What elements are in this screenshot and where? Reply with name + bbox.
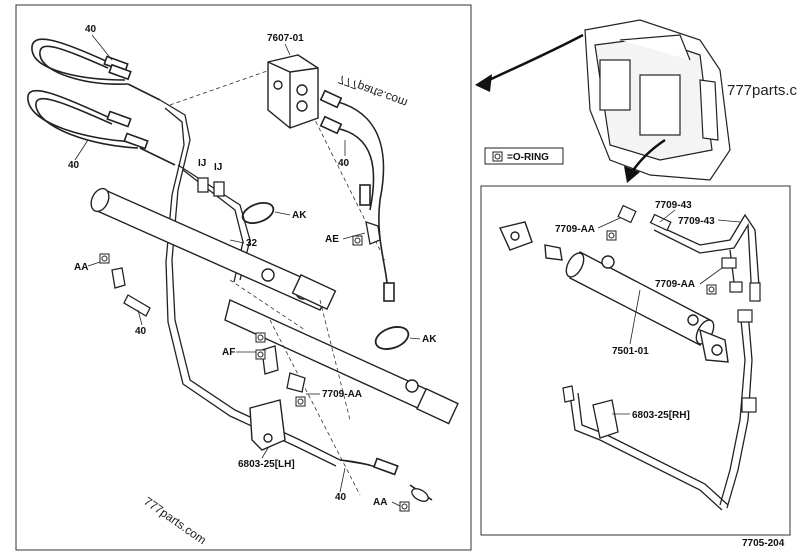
bracket-6803-25-lh: [249, 399, 286, 451]
watermark-bottom: 777parts.com: [141, 494, 209, 547]
watermark-top-right: 777parts.c: [727, 82, 798, 99]
fitting-af: [261, 345, 306, 393]
callout-ae: AE: [325, 234, 339, 245]
legend-o-ring: =O-RING: [484, 147, 564, 165]
callout-ij-b: IJ: [214, 162, 222, 173]
bolts-ij: [197, 177, 225, 197]
valve-7607-01: [267, 54, 319, 129]
arrow-to-left-panel: [484, 33, 584, 84]
callout-ak-lower: AK: [422, 334, 437, 345]
callout-ij-a: IJ: [198, 158, 206, 169]
machine-overview: [584, 19, 731, 181]
right-panel-frame: [480, 185, 791, 536]
clamp-ak-lower: [374, 326, 410, 350]
arrowhead-down: [624, 166, 640, 183]
arrowhead-left: [475, 74, 492, 92]
cylinder-left: [90, 187, 459, 425]
callout-af: AF: [222, 347, 235, 358]
callout-6803-25-rh: 6803-25[RH]: [632, 410, 690, 421]
tubes-right: [569, 213, 761, 511]
fitting-aa-lower: [411, 488, 429, 502]
bracket-6803-25-rh: [592, 399, 619, 439]
hose-40-upper: [31, 38, 161, 101]
callout-6803-25-lh: 6803-25[LH]: [238, 459, 295, 470]
callout-ak-upper: AK: [292, 210, 307, 221]
callout-40-d: 40: [335, 492, 347, 503]
clamp-ak-upper: [241, 202, 275, 224]
cylinder-right: [499, 221, 729, 363]
callout-7709-aa-left: 7709-AA: [322, 389, 362, 400]
callout-7501-01: 7501-01: [612, 346, 649, 357]
arrow-to-right-panel: [630, 138, 666, 173]
hose-40-lower: [27, 89, 176, 166]
callout-32: 32: [246, 238, 258, 249]
legend-text: =O-RING: [507, 152, 549, 163]
hose-40-bottom: [339, 457, 433, 501]
fitting-aa-left: [111, 267, 151, 317]
left-panel-frame: [15, 4, 472, 551]
callouts-left: 40 40 40 40 7607-01 40 IJ IJ AK 32 AE AA…: [68, 24, 437, 508]
callout-40-c: 40: [135, 326, 147, 337]
callout-40-e: 40: [338, 158, 350, 169]
fitting-ae: [365, 221, 381, 245]
callout-7709-aa-right-lower: 7709-AA: [655, 279, 695, 290]
o-ring-markers-left: [99, 235, 410, 512]
callout-7607-01: 7607-01: [267, 33, 304, 44]
callout-aa-left: AA: [74, 262, 88, 273]
callout-leaders-left: [74, 34, 421, 507]
hose-40-right: [319, 89, 395, 302]
drawing-reference: 7705-204: [742, 538, 785, 549]
callout-40-a: 40: [85, 24, 97, 35]
callout-7709-43-b: 7709-43: [678, 216, 715, 227]
fittings-right: [562, 204, 761, 413]
callout-aa-lower: AA: [373, 497, 387, 508]
callouts-right: 7709-AA 7709-43 7709-43 7709-AA 7501-01 …: [555, 200, 715, 421]
callout-7709-aa-right-upper: 7709-AA: [555, 224, 595, 235]
o-ring-markers-right: [606, 230, 717, 295]
callout-leaders-right: [597, 209, 741, 415]
callout-7709-43-a: 7709-43: [655, 200, 692, 211]
callout-40-b: 40: [68, 160, 80, 171]
